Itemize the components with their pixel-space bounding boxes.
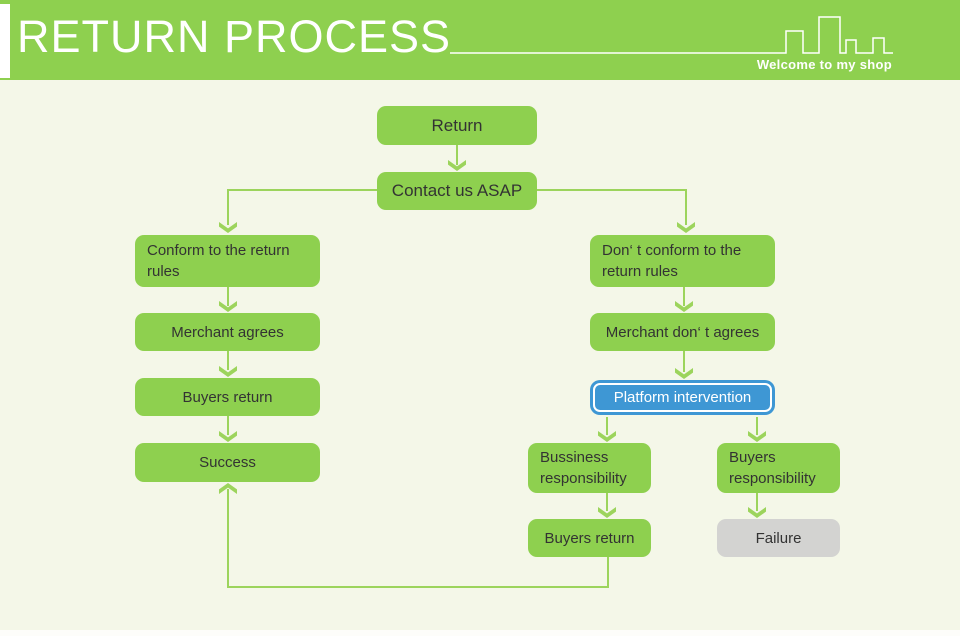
header-tagline: Welcome to my shop (756, 57, 892, 72)
connector-business-buyersreturn (606, 493, 608, 511)
connector-buyersreturn-success (227, 416, 229, 435)
connector-platform-buyersresp (756, 417, 758, 435)
connector-contact-left-h (227, 189, 377, 191)
loop-up-segment (227, 489, 229, 588)
connector-merchant-buyersreturn (227, 351, 229, 370)
connector-conform-merchant (227, 287, 229, 306)
header-left-accent (0, 4, 10, 78)
connector-contact-left-v (227, 189, 229, 225)
header-banner: RETURN PROCESS Welcome to my shop (0, 0, 960, 80)
loop-down-segment (607, 557, 609, 588)
node-buyers-return-right: Buyers return (528, 519, 651, 557)
page-title: RETURN PROCESS (17, 11, 452, 62)
flowchart-canvas: Return Contact us ASAP Conform to the re… (0, 80, 960, 630)
node-platform-intervention: Platform intervention (593, 383, 772, 412)
node-failure: Failure (717, 519, 840, 557)
connector-buyersresp-failure (756, 493, 758, 511)
node-business-responsibility: Bussiness responsibility (528, 443, 651, 493)
connector-return-contact (456, 145, 458, 165)
connector-dontconform-merchantdont (683, 287, 685, 306)
node-merchant-agrees: Merchant agrees (135, 313, 320, 351)
city-skyline-icon (450, 16, 893, 54)
node-dont-conform-rules: Don‘ t conform to the return rules (590, 235, 775, 287)
node-return: Return (377, 106, 537, 145)
node-merchant-dont-agree: Merchant don‘ t agrees (590, 313, 775, 351)
connector-contact-right-h (537, 189, 687, 191)
node-buyers-return-left: Buyers return (135, 378, 320, 416)
node-buyers-responsibility: Buyers responsibility (717, 443, 840, 493)
loop-horizontal-segment (227, 586, 609, 588)
node-success: Success (135, 443, 320, 482)
node-conform-rules: Conform to the return rules (135, 235, 320, 287)
connector-merchantdont-platform (683, 351, 685, 372)
connector-platform-business (606, 417, 608, 435)
node-contact-us-asap: Contact us ASAP (377, 172, 537, 210)
footer-strip (0, 630, 960, 636)
connector-contact-right-v (685, 189, 687, 225)
